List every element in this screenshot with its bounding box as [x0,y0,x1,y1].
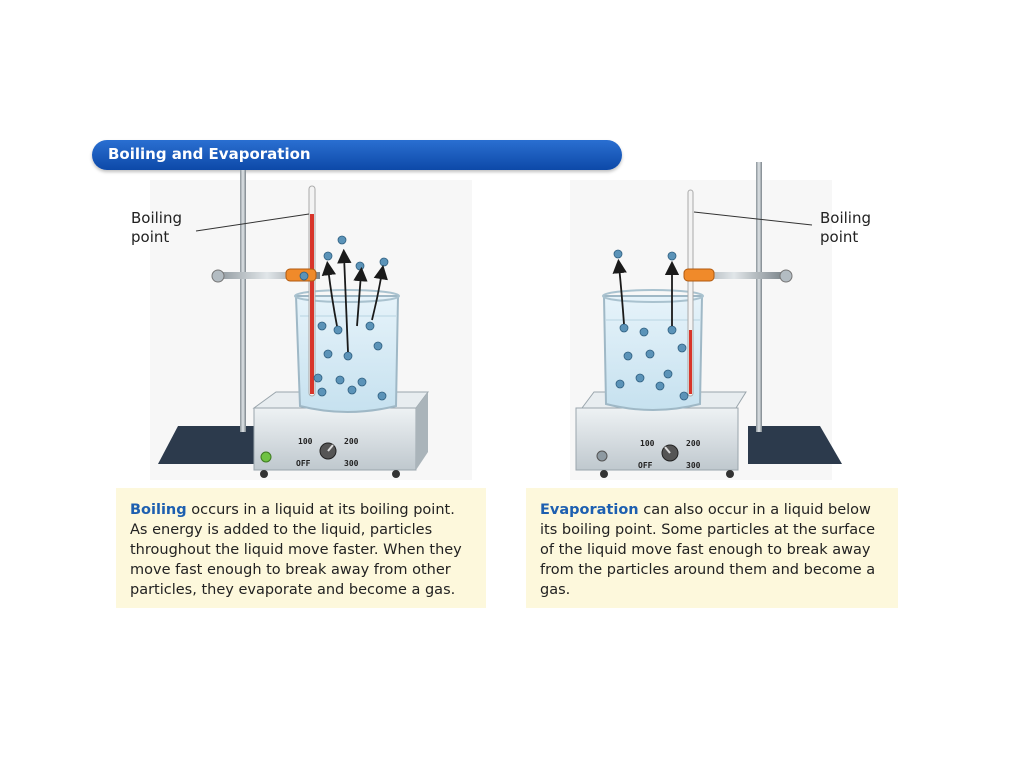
knob-label-300: 300 [686,461,701,470]
clamp-arm [214,272,320,279]
beaker-rim [294,289,400,303]
liquid-particles [615,323,689,401]
section-banner: Boiling and Evaporation [92,140,622,170]
knob-label-100: 100 [298,437,313,446]
boiling-caption: Boiling occurs in a liquid at its boilin… [116,488,486,608]
clamp-screw [779,269,793,283]
knob-label-off: OFF [296,459,311,468]
knob-label-100: 100 [640,439,655,448]
boiling-point-label-left: Boiling point [131,209,182,246]
stand-base [158,426,262,464]
knob-label-off: OFF [638,461,653,470]
banner-title: Boiling and Evaporation [108,145,311,163]
hot-plate-foot [726,470,734,478]
clamp-arm [684,272,784,279]
evaporation-term: Evaporation [540,502,639,518]
boiling-point-pointer [195,213,310,232]
particle-arrows [612,258,680,326]
power-light [260,451,272,463]
boiling-point-label-right: Boiling point [820,209,871,246]
boiling-point-pointer [693,211,813,226]
knob-label-300: 300 [344,459,359,468]
evaporation-caption: Evaporation can also occur in a liquid b… [526,488,898,608]
knob-label-200: 200 [686,439,701,448]
knob-label-200: 200 [344,437,359,446]
boiling-term: Boiling [130,502,187,518]
thermometer-fluid [310,214,314,394]
stand-base [748,426,842,464]
clamp-screw [211,269,225,283]
hot-plate-foot [392,470,400,478]
hot-plate-side [416,392,428,470]
beaker-rim [602,289,704,303]
thermometer-fluid [689,330,692,394]
boiling-setup: 100 200 OFF 300 [150,170,472,480]
hot-plate [253,407,417,471]
clamp-holder [683,268,715,282]
gas-particles [613,249,677,261]
liquid-particles [313,321,387,401]
particle-arrows [321,248,388,353]
boiling-description: occurs in a liquid at its boiling point.… [130,502,462,598]
hot-plate-foot [260,470,268,478]
indicator-light [596,450,608,462]
evaporation-setup: 100 200 OFF 300 [570,162,842,480]
stand-rod [240,170,246,432]
stand-rod [756,162,762,432]
hot-plate-foot [600,470,608,478]
evaporation-description: can also occur in a liquid below its boi… [540,502,876,598]
